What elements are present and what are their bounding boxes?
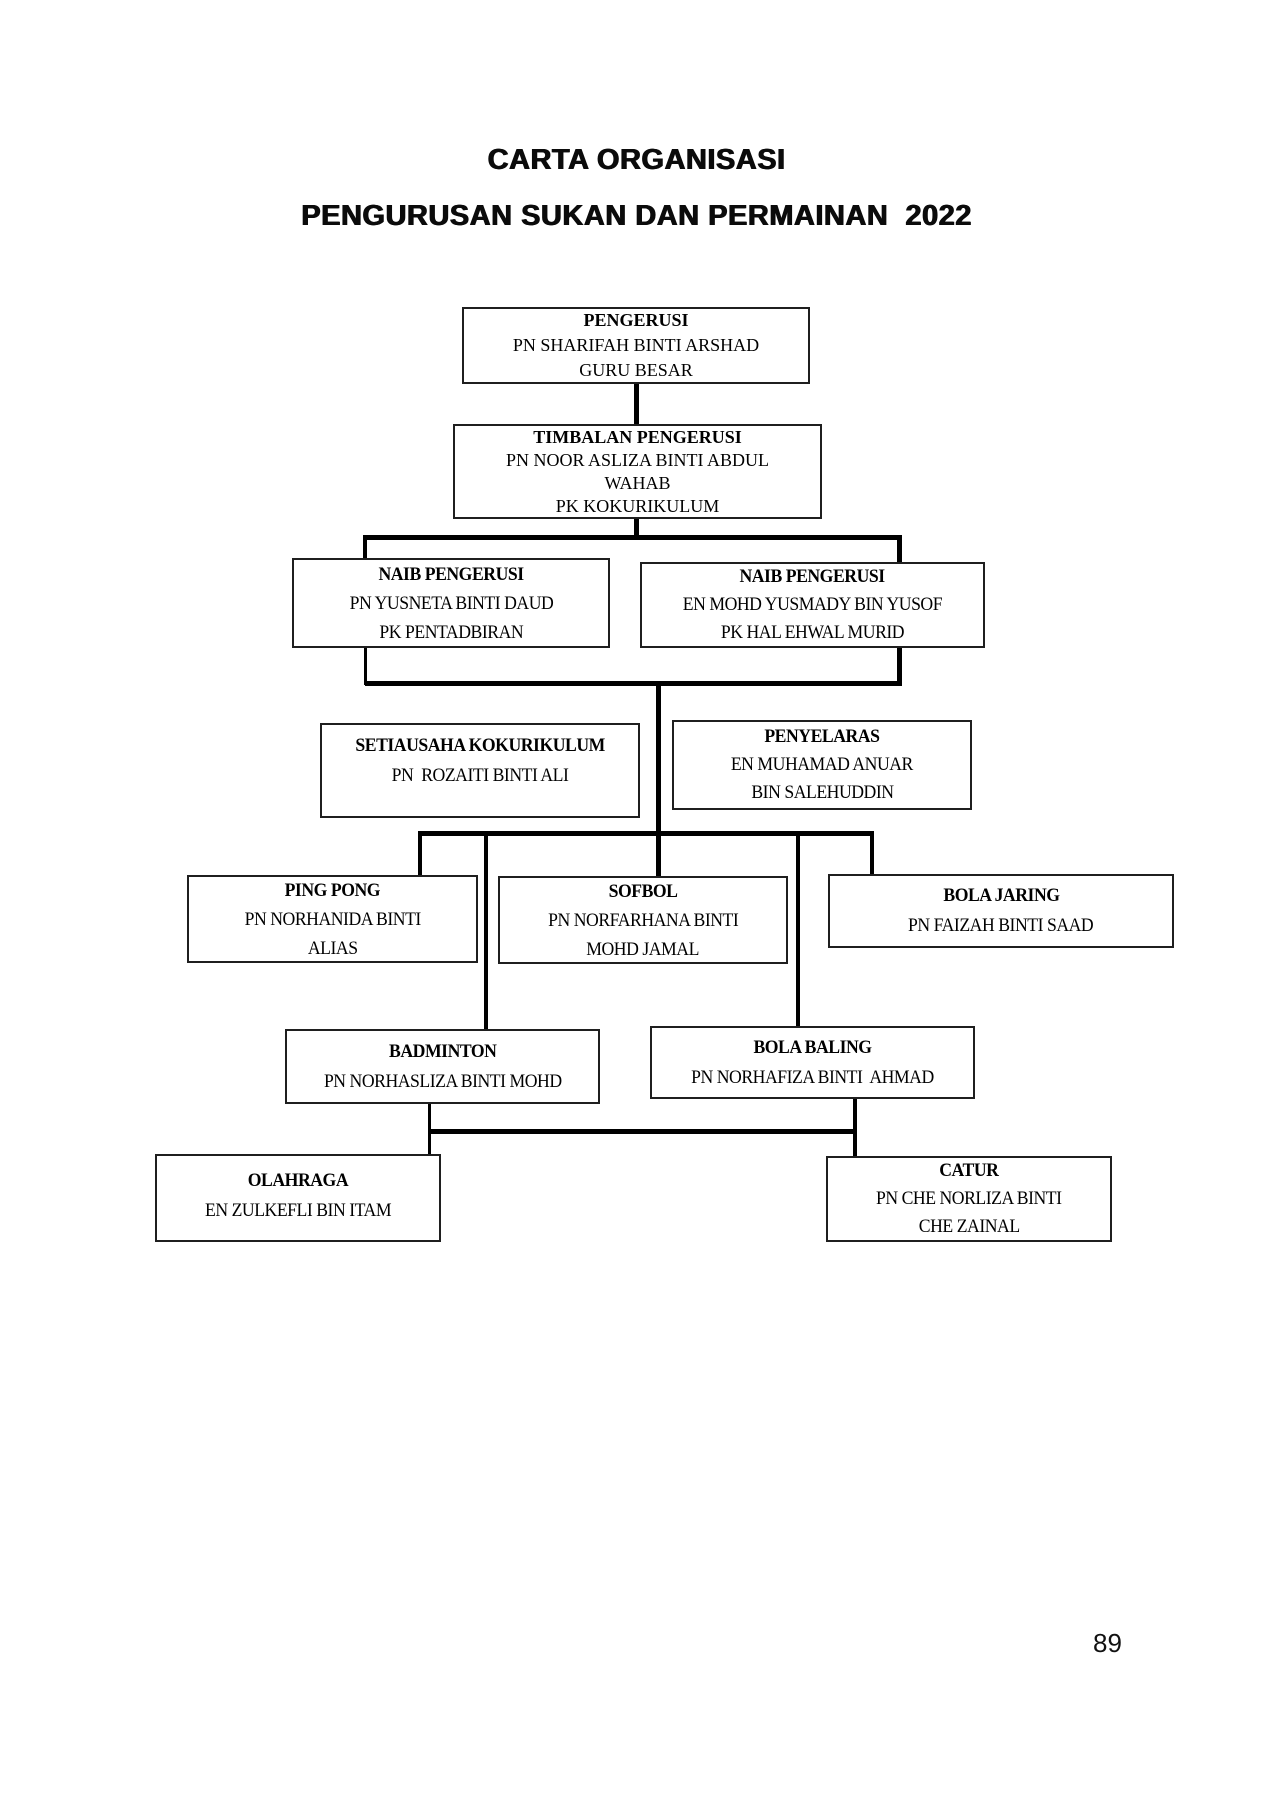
connector-rail-naib [365,535,902,540]
connector-rail-sports [418,831,874,836]
org-node-catur: CATUR PN CHE NORLIZA BINTI CHE ZAINAL [826,1156,1112,1242]
org-node-naib-pengerusi-hem: NAIB PENGERUSI EN MOHD YUSMADY BIN YUSOF… [640,562,985,648]
node-line: EN ZULKEFLI BIN ITAM [204,1200,392,1221]
connector-drop-bola-jaring [870,831,874,876]
node-title: BOLA JARING [942,885,1060,906]
node-title: CATUR [939,1160,999,1181]
org-node-timbalan-pengerusi: TIMBALAN PENGERUSI PN NOOR ASLIZA BINTI … [453,424,822,519]
org-node-setiausaha-kokurikulum: SETIAUSAHA KOKURIKULUM PN ROZAITI BINTI … [320,723,640,818]
node-line: PN NORHANIDA BINTI [244,908,421,930]
connector-rail-setiausaha [365,681,902,686]
node-title: PING PONG [284,879,381,901]
connector-badminton-down [428,1104,431,1133]
node-title: BADMINTON [388,1040,497,1062]
org-node-ping-pong: PING PONG PN NORHANIDA BINTI ALIAS [187,875,478,963]
org-node-bola-baling: BOLA BALING PN NORHAFIZA BINTI AHMAD [650,1026,975,1099]
node-line: BIN SALEHUDDIN [750,782,894,803]
node-line: PN FAIZAH BINTI SAAD [908,915,1094,936]
org-node-olahraga: OLAHRAGA EN ZULKEFLI BIN ITAM [155,1154,441,1242]
org-node-pengerusi: PENGERUSI PN SHARIFAH BINTI ARSHAD GURU … [462,307,810,384]
chart-title-line2: PENGURUSAN SUKAN DAN PERMAINAN 2022 [301,200,972,232]
org-node-bola-jaring: BOLA JARING PN FAIZAH BINTI SAAD [828,874,1174,948]
node-line: MOHD JAMAL [586,938,700,960]
connector-drop-naib-left [363,535,367,560]
node-title: OLAHRAGA [247,1170,349,1191]
node-line: EN MUHAMAD ANUAR [730,754,914,775]
node-line: CHE ZAINAL [918,1216,1020,1237]
org-node-badminton: BADMINTON PN NORHASLIZA BINTI MOHD [285,1029,600,1104]
node-title: NAIB PENGERUSI [378,563,524,585]
node-line: WAHAB [604,472,671,493]
node-line: EN MOHD YUSMADY BIN YUSOF [682,594,943,615]
node-title: BOLA BALING [753,1036,872,1058]
node-title: TIMBALAN PENGERUSI [533,426,742,447]
org-node-naib-pengerusi-pentadbiran: NAIB PENGERUSI PN YUSNETA BINTI DAUD PK … [292,558,610,648]
node-line: PN NORHAFIZA BINTI AHMAD [691,1066,934,1088]
connector-feed-badminton [484,831,488,1031]
connector-drop-catur [853,1129,857,1158]
connector-timbalan-stub [634,519,639,539]
node-line: GURU BESAR [579,360,693,380]
connector-naib-right-down [897,648,902,685]
node-title: NAIB PENGERUSI [739,566,886,587]
node-line: PN ROZAITI BINTI ALI [391,765,569,786]
node-line: PN YUSNETA BINTI DAUD [349,592,553,614]
connector-drop-ping-pong [418,831,422,877]
node-title: PENYELARAS [764,726,880,747]
connector-drop-naib-right [897,535,902,564]
node-line: PK PENTADBIRAN [379,621,523,643]
connector-drop-olahraga [428,1129,431,1156]
node-title: PENGERUSI [583,310,689,330]
connector-naib-left-down [364,648,367,685]
page-number: 89 [1093,1628,1122,1658]
node-line: PN NORFARHANA BINTI [547,909,739,931]
node-line: PN NORHASLIZA BINTI MOHD [323,1070,562,1092]
connector-pengerusi-timbalan [634,384,639,424]
node-line: PK HAL EHWAL MURID [720,622,905,643]
connector-bola-baling-down [853,1099,857,1133]
connector-center-spine [656,681,661,878]
chart-title-line1: CARTA ORGANISASI [487,144,786,176]
node-line: PN NOOR ASLIZA BINTI ABDUL [505,449,769,470]
node-line: ALIAS [307,937,358,959]
org-node-penyelaras: PENYELARAS EN MUHAMAD ANUAR BIN SALEHUDD… [672,720,972,810]
connector-feed-bola-baling [796,831,800,1028]
node-line: PN SHARIFAH BINTI ARSHAD [512,335,760,355]
node-line: PN CHE NORLIZA BINTI [876,1188,1062,1209]
org-node-sofbol: SOFBOL PN NORFARHANA BINTI MOHD JAMAL [498,876,788,964]
node-line: PK KOKURIKULUM [555,495,720,516]
node-title: SETIAUSAHA KOKURIKULUM [355,735,605,756]
connector-rail-bottom [428,1129,857,1134]
node-title: SOFBOL [608,880,678,902]
